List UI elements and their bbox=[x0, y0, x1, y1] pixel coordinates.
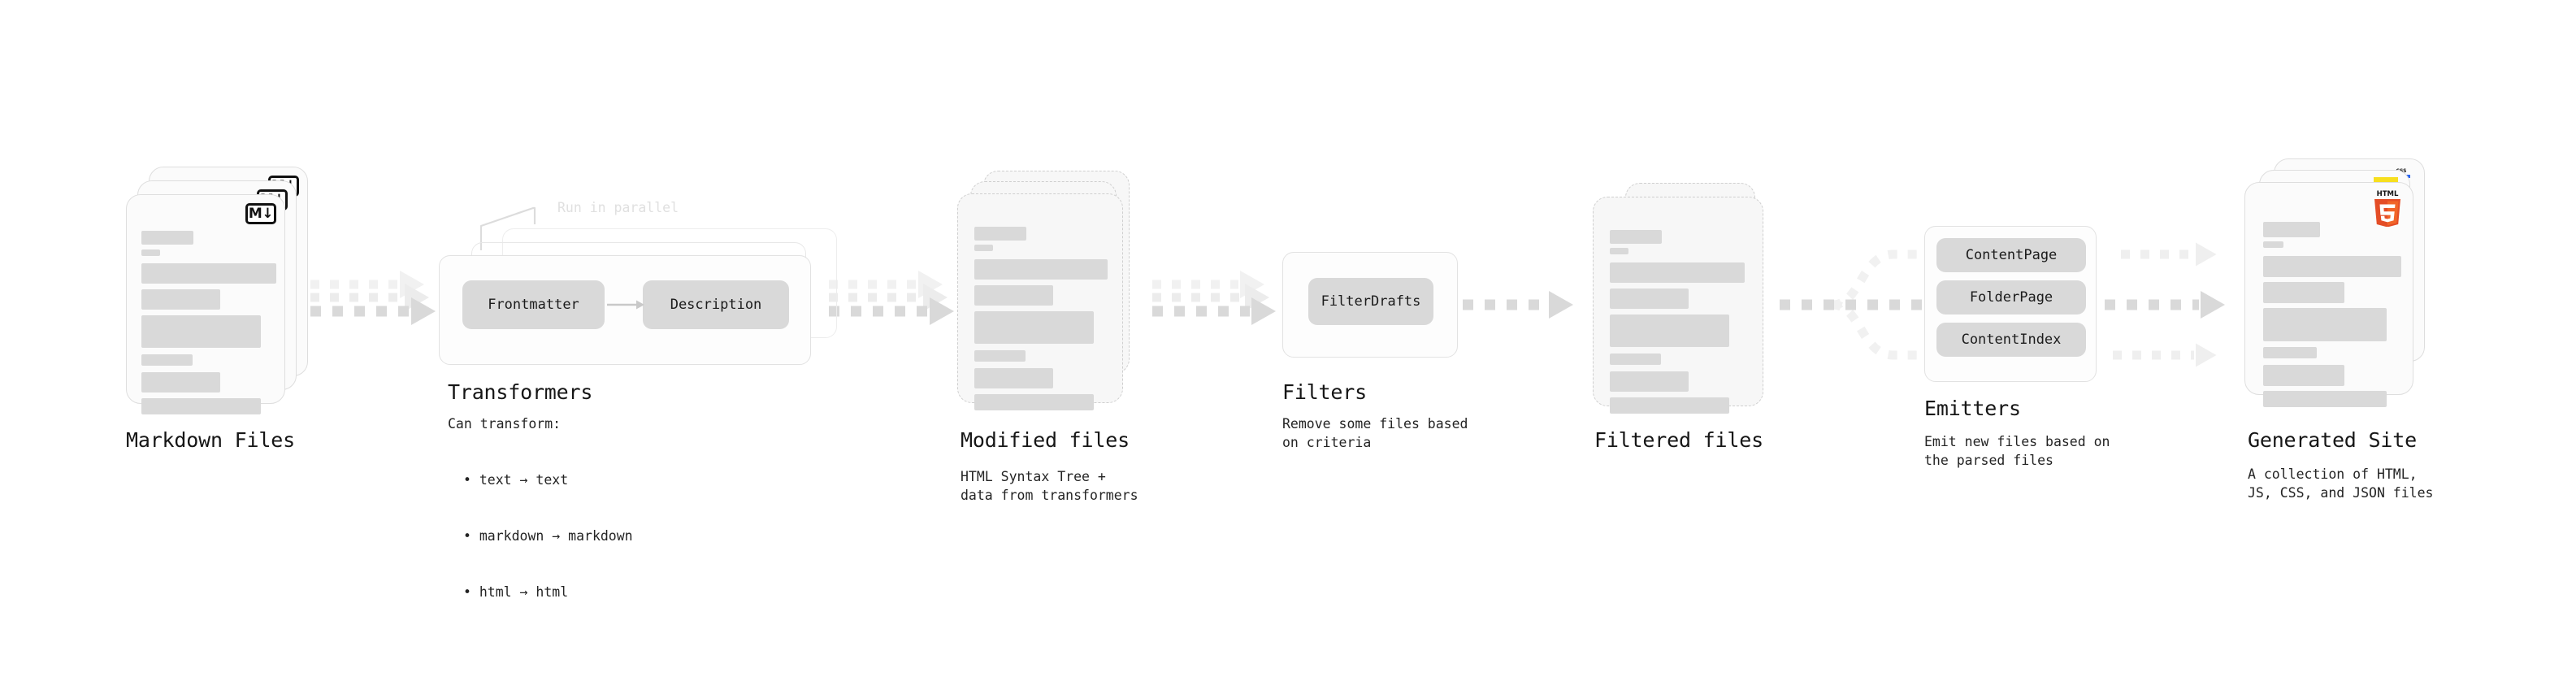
filter-pill-label: FilterDrafts bbox=[1321, 293, 1421, 310]
filter-pill-filterdrafts[interactable]: FilterDrafts bbox=[1308, 278, 1433, 325]
transformers-title: Transformers bbox=[448, 380, 593, 404]
emitter-pill-folderpage[interactable]: FolderPage bbox=[1936, 280, 2086, 314]
run-in-parallel-label: Run in parallel bbox=[557, 200, 679, 215]
transformers-bullet: • markdown → markdown bbox=[463, 528, 633, 544]
modified-files-caption: HTML Syntax Tree + data from transformer… bbox=[961, 469, 1138, 503]
transformer-arrow bbox=[607, 300, 644, 310]
skeleton-line bbox=[2263, 391, 2387, 407]
skeleton-line bbox=[141, 289, 220, 310]
skeleton-line bbox=[2263, 256, 2401, 277]
skeleton-line bbox=[2263, 282, 2344, 303]
generated-file-card-front: HTML bbox=[2244, 182, 2413, 407]
transformer-pill-frontmatter[interactable]: Frontmatter bbox=[462, 280, 605, 329]
filters-panel: FilterDrafts bbox=[1282, 252, 1458, 358]
skeleton-line bbox=[974, 311, 1094, 344]
conn-modified-to-filters bbox=[1152, 271, 1276, 325]
skeleton-line bbox=[974, 350, 1026, 362]
emitters-panel: ContentPage FolderPage ContentIndex bbox=[1924, 226, 2097, 382]
skeleton-line bbox=[1610, 230, 1662, 244]
skeleton-line bbox=[1610, 248, 1628, 254]
conn-emitters-to-site bbox=[2105, 242, 2225, 367]
skeleton-line bbox=[2263, 222, 2320, 237]
skeleton-line bbox=[141, 249, 160, 256]
transformers-bullet: • text → text bbox=[463, 472, 569, 488]
emitters-caption: Emit new files based on the parsed files bbox=[1924, 434, 2110, 468]
skeleton-line bbox=[974, 394, 1094, 410]
skeleton-line bbox=[141, 354, 193, 366]
skeleton-line bbox=[141, 231, 193, 245]
conn-filtered-to-emitters bbox=[1780, 242, 1950, 367]
skeleton-line bbox=[1610, 354, 1661, 365]
emitter-pill-label: ContentPage bbox=[1965, 247, 2058, 263]
filters-caption: Remove some files based on criteria bbox=[1282, 416, 1468, 450]
skeleton-line bbox=[1610, 262, 1745, 283]
markdown-files-card-stack: M↓ M↓ M↓ bbox=[126, 167, 313, 419]
markdown-badge-text: M↓ bbox=[248, 205, 274, 222]
transformer-pill-description[interactable]: Description bbox=[643, 280, 789, 329]
filters-title: Filters bbox=[1282, 380, 1367, 404]
skeleton-line bbox=[141, 398, 261, 414]
conn-md-to-transformers bbox=[310, 271, 436, 325]
skeleton-line bbox=[1610, 397, 1729, 414]
markdown-files-title: Markdown Files bbox=[126, 428, 295, 452]
skeleton-line bbox=[2263, 241, 2283, 248]
skeleton-line bbox=[141, 315, 261, 348]
emitter-pill-label: ContentIndex bbox=[1961, 332, 2062, 348]
html5-badge: HTML bbox=[2374, 190, 2400, 227]
filtered-files-card-stack bbox=[1593, 183, 1788, 427]
generated-site-title: Generated Site bbox=[2248, 428, 2417, 452]
generated-site-card-stack: CSS HTML bbox=[2244, 158, 2448, 419]
transformers-bullets: • text → text • markdown → markdown • ht… bbox=[463, 433, 633, 639]
modified-file-card-front bbox=[957, 193, 1123, 410]
conn-transformers-to-modified bbox=[829, 271, 954, 325]
skeleton-line bbox=[974, 285, 1053, 306]
skeleton-line bbox=[2263, 308, 2387, 341]
skeleton-line bbox=[974, 259, 1108, 280]
transformers-bullet: • html → html bbox=[463, 584, 569, 600]
modified-files-title: Modified files bbox=[961, 428, 1130, 452]
skeleton-line bbox=[974, 368, 1053, 388]
emitters-title: Emitters bbox=[1924, 397, 2021, 420]
html5-badge-word: HTML bbox=[2377, 190, 2399, 198]
markdown-file-card-front: M↓ bbox=[126, 194, 285, 414]
filtered-file-card-front bbox=[1593, 197, 1763, 414]
conn-filters-to-filtered bbox=[1463, 291, 1573, 319]
skeleton-line bbox=[1610, 314, 1729, 347]
transformers-group: Run in parallel Frontmatter Descr bbox=[439, 200, 837, 366]
skeleton-line bbox=[2263, 365, 2344, 386]
skeleton-line bbox=[141, 372, 220, 393]
run-in-parallel-bracket bbox=[479, 206, 536, 250]
transformers-caption: Can transform: bbox=[448, 416, 562, 432]
markdown-badge: M↓ bbox=[245, 203, 276, 224]
skeleton-line bbox=[974, 245, 993, 251]
skeleton-line bbox=[1610, 371, 1689, 392]
emitter-pill-contentpage[interactable]: ContentPage bbox=[1936, 238, 2086, 272]
skeleton-line bbox=[141, 263, 276, 284]
filtered-files-title: Filtered files bbox=[1594, 428, 1763, 452]
skeleton-line bbox=[1610, 288, 1689, 309]
emitter-pill-label: FolderPage bbox=[1969, 289, 2053, 306]
transformer-panel-front: Frontmatter Description bbox=[439, 255, 811, 365]
transformer-pill-label: Frontmatter bbox=[488, 297, 579, 313]
emitter-pill-contentindex[interactable]: ContentIndex bbox=[1936, 323, 2086, 357]
modified-files-card-stack bbox=[957, 171, 1152, 423]
generated-site-caption: A collection of HTML, JS, CSS, and JSON … bbox=[2248, 466, 2434, 501]
skeleton-line bbox=[974, 227, 1026, 241]
skeleton-line bbox=[2263, 347, 2317, 358]
transformer-pill-label: Description bbox=[670, 297, 762, 313]
